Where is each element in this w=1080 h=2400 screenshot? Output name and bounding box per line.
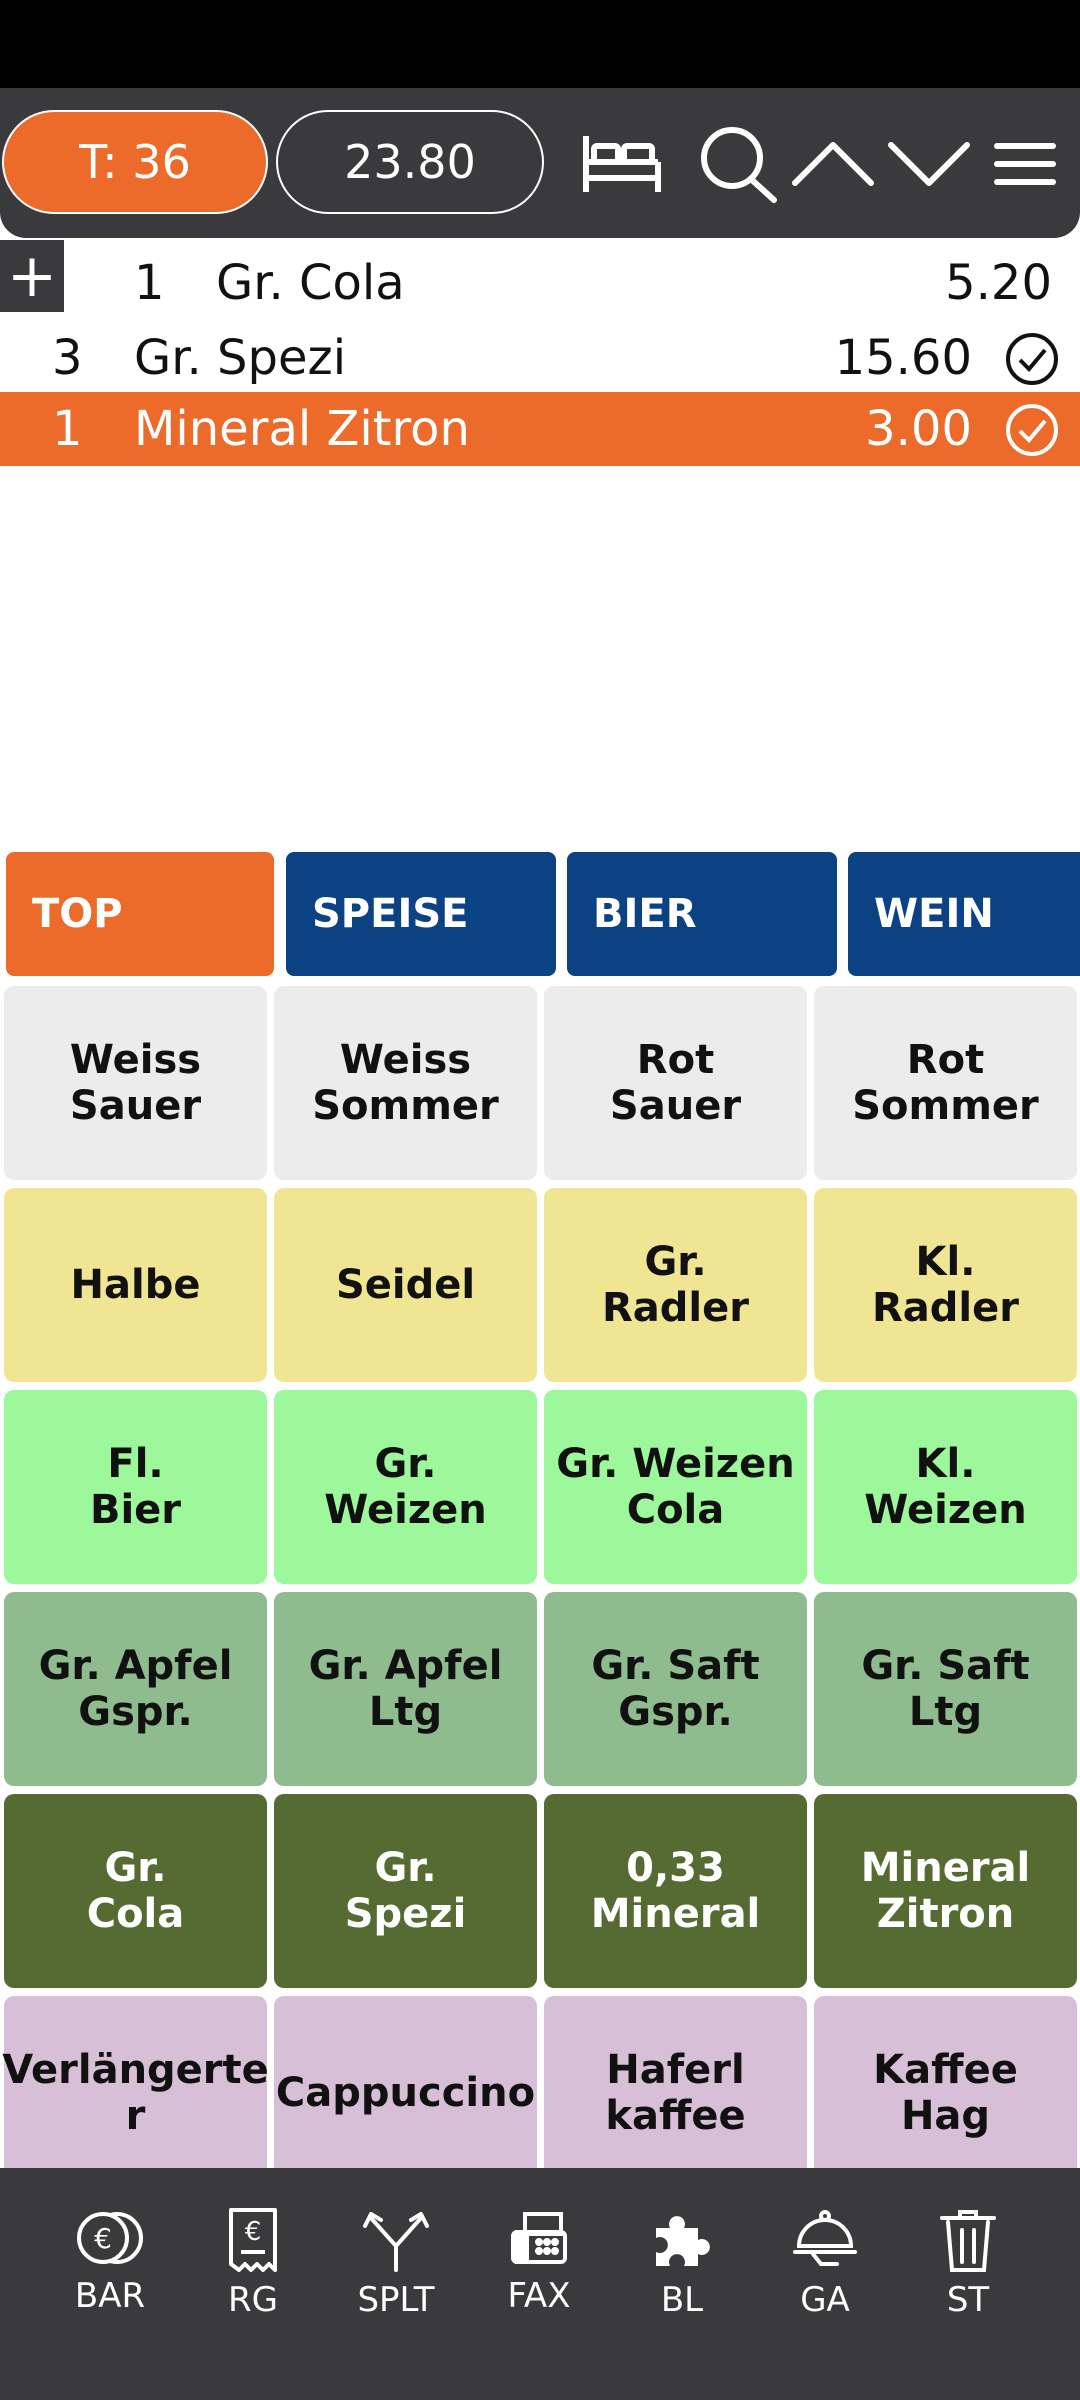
product-tile[interactable]: Gr. Cola [4, 1794, 267, 1988]
search-icon[interactable] [694, 127, 782, 203]
product-tile[interactable]: Rot Sauer [544, 986, 807, 1180]
table-number-button[interactable]: T: 36 [2, 110, 268, 214]
order-row[interactable]: 3 Gr. Spezi 15.60 [0, 321, 1080, 395]
bl-label: BL [660, 2280, 704, 2320]
product-tile[interactable]: Gr. Weizen Cola [544, 1390, 807, 1584]
product-tile[interactable]: 0,33 Mineral [544, 1794, 807, 1988]
rg-button[interactable]: € RG [193, 2208, 313, 2320]
product-tile[interactable]: Mineral Zitron [814, 1794, 1077, 1988]
svg-text:€: € [245, 2217, 262, 2247]
order-row-name: Gr. Spezi [134, 330, 347, 386]
menu-icon[interactable] [990, 128, 1060, 200]
st-button[interactable]: ST [908, 2208, 1028, 2320]
order-row-selected[interactable]: 1 Mineral Zitron 3.00 [0, 392, 1080, 466]
product-tile[interactable]: Gr. Apfel Ltg [274, 1592, 537, 1786]
st-label: ST [946, 2280, 990, 2320]
product-tile[interactable]: Gr. Radler [544, 1188, 807, 1382]
confirmed-check-icon [1006, 333, 1058, 385]
product-tile[interactable]: Rot Sommer [814, 986, 1077, 1180]
product-tile[interactable]: Fl. Bier [4, 1390, 267, 1584]
product-tile[interactable]: Verlängerte r [2, 1996, 269, 2190]
order-row-name: Gr. Cola [216, 255, 405, 311]
fax-icon [511, 2212, 567, 2264]
chevron-down-icon[interactable] [886, 128, 972, 200]
order-row-name: Mineral Zitron [134, 401, 470, 457]
product-tile[interactable]: Gr. Saft Gspr. [544, 1592, 807, 1786]
ga-label: GA [800, 2280, 850, 2320]
bar-button[interactable]: € BAR [50, 2208, 170, 2316]
add-item-button[interactable]: + [0, 240, 64, 312]
product-tile[interactable]: Kl. Weizen [814, 1390, 1077, 1584]
product-tile[interactable]: Gr. Apfel Gspr. [4, 1592, 267, 1786]
order-row-price: 3.00 [865, 401, 972, 457]
chevron-up-icon[interactable] [790, 128, 876, 200]
split-button[interactable]: SPLT [336, 2208, 456, 2320]
product-tile[interactable]: Weiss Sauer [4, 986, 267, 1180]
puzzle-icon [656, 2216, 710, 2266]
order-row-price: 15.60 [834, 330, 972, 386]
product-tile[interactable]: Halbe [4, 1188, 267, 1382]
status-bar [0, 0, 1080, 88]
split-label: SPLT [357, 2280, 435, 2320]
category-tab-bier[interactable]: BIER [567, 852, 837, 976]
product-tile[interactable]: Gr. Saft Ltg [814, 1592, 1077, 1786]
serving-cloche-icon [793, 2210, 857, 2266]
product-tile[interactable]: Kaffee Hag [814, 1996, 1077, 2190]
coins-icon: € [77, 2212, 143, 2264]
order-row[interactable]: 1 Gr. Cola 5.20 [0, 246, 1080, 320]
rg-label: RG [228, 2280, 278, 2320]
confirmed-check-icon [1006, 404, 1058, 456]
order-row-qty: 3 [52, 330, 83, 386]
order-row-qty: 1 [134, 255, 165, 311]
top-toolbar: T: 36 23.80 [0, 88, 1080, 238]
product-tile[interactable]: Weiss Sommer [274, 986, 537, 1180]
product-tile[interactable]: Kl. Radler [814, 1188, 1077, 1382]
fax-button[interactable]: FAX [479, 2208, 599, 2316]
trash-icon [940, 2210, 996, 2272]
bottom-action-bar: € BAR € RG SPLT FAX BL [0, 2168, 1080, 2400]
fax-label: FAX [507, 2276, 571, 2316]
order-row-price: 5.20 [945, 255, 1052, 311]
order-row-qty: 1 [52, 401, 83, 457]
product-tile[interactable]: Cappuccino [274, 1996, 537, 2190]
ga-button[interactable]: GA [765, 2208, 885, 2320]
product-tile[interactable]: Seidel [274, 1188, 537, 1382]
bl-button[interactable]: BL [622, 2208, 742, 2320]
svg-text:€: € [94, 2222, 112, 2255]
bar-label: BAR [74, 2276, 146, 2316]
order-total-button[interactable]: 23.80 [276, 110, 544, 214]
split-icon [363, 2212, 429, 2272]
category-tab-wein[interactable]: WEIN [848, 852, 1080, 976]
product-tile[interactable]: Gr. Weizen [274, 1390, 537, 1584]
category-tab-speise[interactable]: SPEISE [286, 852, 556, 976]
product-tile[interactable]: Gr. Spezi [274, 1794, 537, 1988]
category-tab-top[interactable]: TOP [6, 852, 274, 976]
bed-icon[interactable] [578, 128, 666, 200]
product-tile[interactable]: Haferl kaffee [544, 1996, 807, 2190]
receipt-icon: € [229, 2208, 277, 2272]
